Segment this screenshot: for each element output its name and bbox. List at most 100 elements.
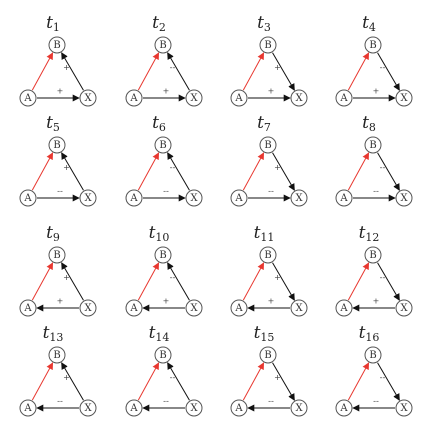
node-a-label: A bbox=[234, 303, 243, 314]
edge-sign-ax: + bbox=[163, 297, 170, 306]
node-x-label: X bbox=[400, 93, 408, 104]
node-x-label: X bbox=[295, 93, 303, 104]
node-a: A bbox=[125, 299, 143, 317]
panel-title-subscript: 3 bbox=[264, 21, 271, 34]
panel-title-main: t bbox=[257, 13, 264, 33]
node-x-circle bbox=[185, 299, 203, 317]
panel-title-main: t bbox=[152, 113, 159, 133]
edge-b-to-x bbox=[377, 362, 400, 401]
node-a-label: A bbox=[234, 403, 243, 414]
panel-title-subscript: 2 bbox=[159, 21, 166, 34]
node-a-label: A bbox=[23, 193, 32, 204]
node-x-circle bbox=[185, 89, 203, 107]
panel-title: t12 bbox=[359, 223, 380, 244]
edge-sign-xb: + bbox=[274, 273, 281, 282]
panel-title-main: t bbox=[257, 113, 264, 133]
node-b-label: B bbox=[159, 250, 166, 261]
node-b-circle bbox=[154, 246, 172, 264]
node-a: A bbox=[230, 189, 248, 207]
edge-a-to-b bbox=[137, 152, 160, 191]
panel-title: t15 bbox=[254, 323, 275, 344]
edge-b-to-x bbox=[272, 152, 295, 191]
node-x-circle bbox=[290, 399, 308, 417]
edge-sign-ax: -- bbox=[163, 187, 169, 196]
node-x-label: X bbox=[295, 403, 303, 414]
node-b-circle bbox=[48, 246, 66, 264]
edge-a-to-b bbox=[31, 362, 54, 401]
edge-a-to-b bbox=[242, 152, 265, 191]
edge-a-to-b bbox=[242, 262, 265, 301]
edge-b-to-x bbox=[377, 152, 400, 191]
node-a-circle bbox=[125, 299, 143, 317]
node-a-label: A bbox=[234, 93, 243, 104]
node-a: A bbox=[335, 399, 353, 417]
edge-b-to-x bbox=[272, 362, 295, 401]
panel-title-subscript: 7 bbox=[264, 121, 271, 134]
node-a-circle bbox=[335, 89, 353, 107]
edge-sign-xb: -- bbox=[170, 273, 176, 282]
edge-x-to-b bbox=[167, 152, 190, 191]
node-x-circle bbox=[395, 299, 413, 317]
edge-x-to-b bbox=[61, 152, 84, 191]
node-b: B bbox=[48, 136, 66, 154]
node-b-label: B bbox=[264, 140, 271, 151]
node-b-label: B bbox=[264, 350, 271, 361]
panel-title-subscript: 14 bbox=[155, 331, 169, 344]
panel-title-main: t bbox=[46, 113, 53, 133]
node-a-circle bbox=[230, 399, 248, 417]
edge-sign-ax: + bbox=[373, 297, 380, 306]
node-a: A bbox=[125, 89, 143, 107]
panel-title-main: t bbox=[46, 13, 53, 33]
panel-title-main: t bbox=[359, 323, 366, 343]
edge-sign-ax: + bbox=[373, 87, 380, 96]
panel-title: t10 bbox=[149, 223, 170, 244]
node-x-circle bbox=[79, 299, 97, 317]
node-x: X bbox=[185, 189, 203, 207]
edge-a-to-b bbox=[242, 362, 265, 401]
panel-title: t6 bbox=[152, 113, 166, 134]
node-b-label: B bbox=[369, 250, 376, 261]
node-x: X bbox=[395, 299, 413, 317]
edge-x-to-b bbox=[61, 262, 84, 301]
panel-title-subscript: 11 bbox=[260, 231, 274, 244]
node-x-circle bbox=[79, 89, 97, 107]
node-b: B bbox=[259, 36, 277, 54]
node-a-label: A bbox=[339, 403, 348, 414]
node-x-circle bbox=[290, 89, 308, 107]
node-a-circle bbox=[19, 89, 37, 107]
node-x-circle bbox=[185, 399, 203, 417]
panel-title-main: t bbox=[43, 323, 50, 343]
node-b-label: B bbox=[369, 40, 376, 51]
node-x-circle bbox=[395, 189, 413, 207]
node-b-label: B bbox=[53, 140, 60, 151]
node-x: X bbox=[79, 189, 97, 207]
node-a-circle bbox=[230, 299, 248, 317]
node-x-label: X bbox=[84, 303, 92, 314]
node-b: B bbox=[364, 246, 382, 264]
node-a-circle bbox=[19, 299, 37, 317]
panel-title-subscript: 9 bbox=[53, 231, 60, 244]
panel-title: t2 bbox=[152, 13, 166, 34]
edge-sign-xb: + bbox=[274, 373, 281, 382]
panel-title-main: t bbox=[152, 13, 159, 33]
edge-sign-xb: -- bbox=[170, 163, 176, 172]
node-x: X bbox=[395, 89, 413, 107]
edge-sign-ax: -- bbox=[57, 397, 63, 406]
node-a-label: A bbox=[339, 303, 348, 314]
node-x-label: X bbox=[400, 303, 408, 314]
node-a-label: A bbox=[129, 193, 138, 204]
edge-a-to-b bbox=[347, 362, 370, 401]
node-x-circle bbox=[79, 189, 97, 207]
edge-a-to-b bbox=[347, 52, 370, 91]
node-a-circle bbox=[335, 189, 353, 207]
node-x: X bbox=[290, 299, 308, 317]
node-a: A bbox=[19, 399, 37, 417]
